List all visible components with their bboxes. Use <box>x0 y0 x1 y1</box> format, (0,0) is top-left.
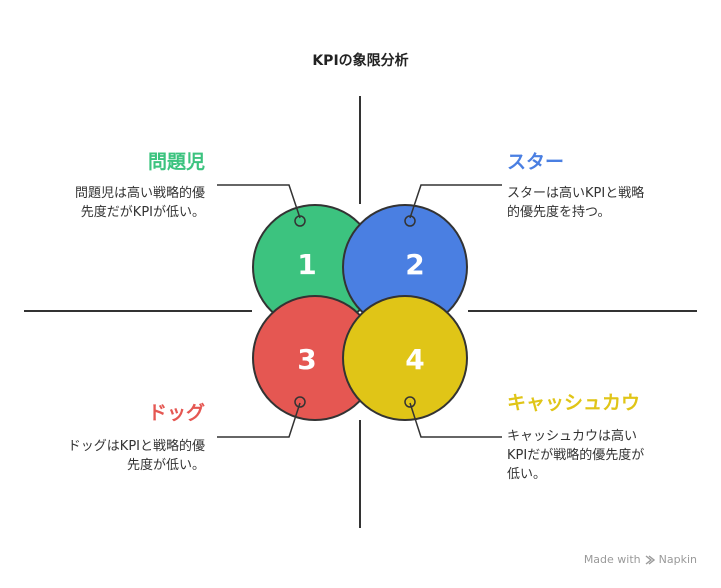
footer-attribution: Made with Napkin <box>584 553 697 566</box>
quadrant-title-cash-cow: キャッシュカウ <box>507 392 641 414</box>
desc-line: 先度が低い。 <box>126 458 205 473</box>
circle-number-3: 3 <box>297 343 317 376</box>
quadrant-desc-dog: ドッグはKPIと戦略的優 先度が低い。 <box>68 437 205 475</box>
leader-3 <box>217 402 301 438</box>
desc-line: 低い。 <box>507 467 547 482</box>
napkin-logo-icon <box>645 554 655 565</box>
leader-dot-1 <box>294 215 306 227</box>
circle-number-4: 4 <box>405 343 425 376</box>
leader-dot-4 <box>404 396 416 408</box>
circle-4 <box>342 295 468 421</box>
desc-line: 的優先度を持つ。 <box>507 205 611 220</box>
leader-4 <box>409 402 502 438</box>
quadrant-title-problem-child: 問題児 <box>147 151 205 173</box>
circle-number-1: 1 <box>297 248 317 281</box>
desc-line: 問題児は高い戦略的優 <box>74 186 205 201</box>
leader-dot-2 <box>404 215 416 227</box>
desc-line: KPIだが戦略的優先度が <box>507 448 645 463</box>
desc-line: キャッシュカウは高い <box>507 429 638 444</box>
leader-dot-3 <box>294 396 306 408</box>
quadrant-title-star: スター <box>507 151 565 173</box>
quadrant-desc-problem-child: 問題児は高い戦略的優 先度だがKPIが低い。 <box>75 184 205 222</box>
quadrant-desc-cash-cow: キャッシュカウは高い KPIだが戦略的優先度が 低い。 <box>507 427 644 484</box>
desc-line: スターは高いKPIと戦略 <box>507 186 645 201</box>
leader-1 <box>217 184 301 219</box>
brand-label: Napkin <box>658 553 697 566</box>
quadrant-desc-star: スターは高いKPIと戦略 的優先度を持つ。 <box>507 184 644 222</box>
made-with-label: Made with <box>583 553 641 566</box>
leader-2 <box>409 184 502 219</box>
desc-line: 先度だがKPIが低い。 <box>80 205 205 220</box>
desc-line: ドッグはKPIと戦略的優 <box>67 439 205 454</box>
circle-number-2: 2 <box>405 248 425 281</box>
diagram-title: KPIの象限分析 <box>312 53 409 69</box>
quadrant-title-dog: ドッグ <box>147 402 205 424</box>
